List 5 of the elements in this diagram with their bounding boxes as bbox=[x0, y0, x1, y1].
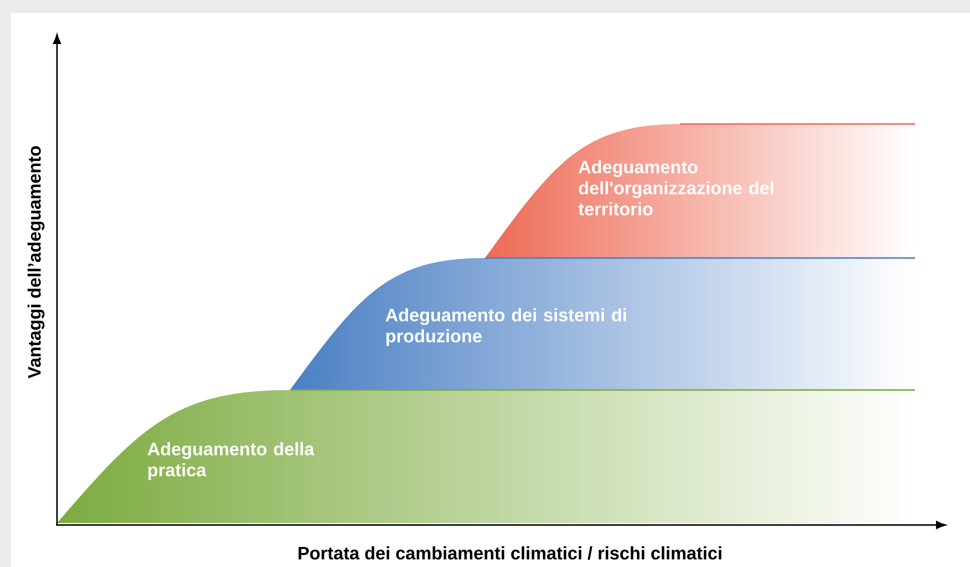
band-area: Adeguamento della pratica bbox=[148, 389, 915, 480]
y-axis-label: Vantaggi dell’adeguamento bbox=[28, 146, 44, 378]
band-area: Adeguamento dei sistemi di produzione bbox=[386, 257, 915, 346]
x-axis-label: Portata dei cambiamenti climatici / rischi climatici bbox=[298, 546, 722, 560]
band-area: Adeguamento dell'organizzazione del territorio bbox=[578, 123, 915, 216]
